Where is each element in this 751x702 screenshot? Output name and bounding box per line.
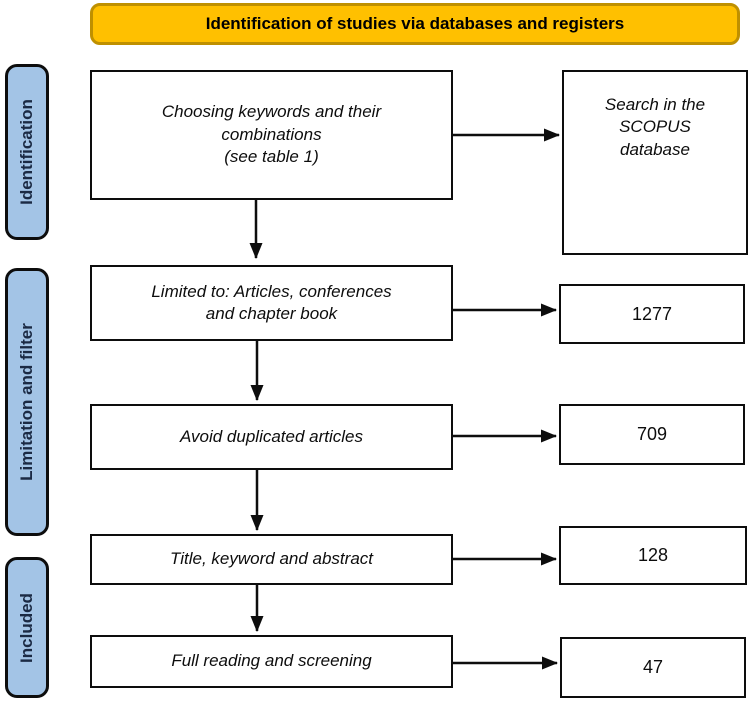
result-box-scopus-search: Search in the SCOPUS database — [562, 70, 748, 255]
header-banner: Identification of studies via databases … — [90, 3, 740, 45]
result-box-count-1277: 1277 — [559, 284, 745, 344]
step-text: Full reading and screening — [171, 651, 372, 671]
result-count: 47 — [642, 657, 664, 677]
result-box-count-128: 128 — [559, 526, 747, 585]
result-count: 1277 — [631, 303, 673, 324]
step-text: Choosing keywords and their combinations… — [161, 102, 382, 167]
header-title: Identification of studies via databases … — [205, 14, 625, 33]
stage-label-text: Included — [17, 592, 36, 663]
step-text: Title, keyword and abstract — [170, 549, 373, 569]
stage-label-text: Identification — [17, 99, 36, 205]
result-text: Search in the SCOPUS database — [604, 95, 706, 159]
result-box-count-47: 47 — [560, 637, 746, 698]
step-box-limited-to: Limited to: Articles, conferences and ch… — [90, 265, 453, 341]
step-box-avoid-duplicates: Avoid duplicated articles — [90, 404, 453, 470]
step-text: Avoid duplicated articles — [179, 426, 363, 446]
step-box-choosing-keywords: Choosing keywords and their combinations… — [90, 70, 453, 200]
stage-label-limitation-and-filter: Limitation and filter — [5, 268, 49, 536]
stage-label-text: Limitation and filter — [17, 323, 36, 481]
result-count: 128 — [637, 545, 669, 565]
step-box-title-keyword-abstract: Title, keyword and abstract — [90, 534, 453, 585]
stage-label-identification: Identification — [5, 64, 49, 240]
stage-label-included: Included — [5, 557, 49, 698]
result-box-count-709: 709 — [559, 404, 745, 465]
step-text: Limited to: Articles, conferences and ch… — [151, 281, 392, 323]
step-box-full-reading: Full reading and screening — [90, 635, 453, 688]
result-count: 709 — [636, 424, 668, 444]
